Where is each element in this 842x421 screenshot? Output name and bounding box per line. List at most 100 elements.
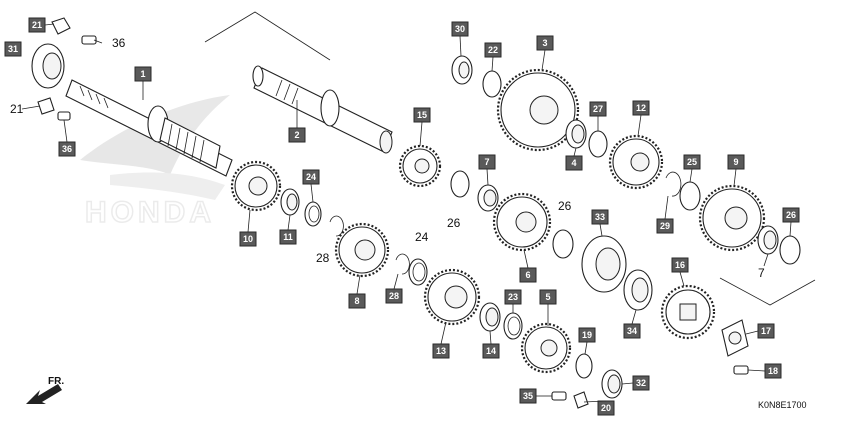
callout-11[interactable]: 11 [279,229,297,245]
washer-25 [679,181,701,211]
svg-text:16: 16 [675,260,685,270]
oil-seal-34 [623,269,653,311]
callout-35[interactable]: 35 [519,388,537,404]
callout-3[interactable]: 3 [536,35,554,51]
callout-25[interactable]: 25 [683,154,701,170]
svg-text:12: 12 [636,103,646,113]
bolt-36 [57,35,97,121]
callout-18[interactable]: 18 [764,363,782,379]
svg-text:32: 32 [636,378,646,388]
washer-26-right [779,235,801,265]
bushing-11 [280,188,300,216]
callout-21[interactable]: 21 [28,17,46,33]
washer-23 [503,312,523,340]
front-direction-label: FR. [48,376,64,387]
guide-line-lower [719,277,816,306]
svg-text:14: 14 [486,346,496,356]
gear-13 [423,268,481,326]
callout-24[interactable]: 24 [302,169,320,185]
callout-36[interactable]: 36 [58,141,76,157]
washer-26-middle [552,229,574,259]
callout-28[interactable]: 28 [385,288,403,304]
callout-2[interactable]: 2 [288,127,306,143]
callout-19[interactable]: 19 [578,327,596,343]
callout-10[interactable]: 10 [239,231,257,247]
callout-7[interactable]: 7 [478,154,496,170]
gear-12 [608,134,664,190]
callout-14[interactable]: 14 [482,343,500,359]
callout-29[interactable]: 29 [656,218,674,234]
circlip-29 [665,171,682,197]
gear-15 [398,144,442,188]
callout-1[interactable]: 1 [134,66,152,82]
callout-22[interactable]: 22 [484,42,502,58]
washer-19 [575,353,593,379]
svg-text:3: 3 [542,38,547,48]
callout-17[interactable]: 17 [757,323,775,339]
callout-23[interactable]: 23 [504,289,522,305]
bolt-35 [551,391,567,401]
callout-9[interactable]: 9 [727,154,745,170]
svg-text:33: 33 [595,212,605,222]
svg-text:1: 1 [140,69,145,79]
callout-16[interactable]: 16 [671,257,689,273]
svg-text:28: 28 [389,291,399,301]
svg-text:2: 2 [294,130,299,140]
callout-31[interactable]: 31 [4,41,22,57]
svg-text:35: 35 [523,391,533,401]
label-36: 36 [112,36,126,50]
svg-text:15: 15 [417,110,427,120]
svg-text:4: 4 [571,158,576,168]
washer-27 [588,130,608,158]
needle-bearing-32 [601,369,623,399]
label-26-left: 26 [447,216,461,230]
svg-text:6: 6 [525,270,530,280]
callout-8[interactable]: 8 [348,293,366,309]
svg-text:5: 5 [545,292,550,302]
washer-22 [482,70,502,98]
svg-text:36: 36 [62,144,72,154]
svg-text:7: 7 [484,157,489,167]
svg-text:22: 22 [488,45,498,55]
guide-line-upper [204,11,331,61]
svg-text:30: 30 [455,24,465,34]
callout-30[interactable]: 30 [451,21,469,37]
callout-27[interactable]: 27 [589,101,607,117]
svg-text:11: 11 [283,232,293,242]
svg-text:19: 19 [582,330,592,340]
callout-34[interactable]: 34 [623,323,641,339]
front-direction-arrow-icon: FR. [26,376,64,404]
bushing-14 [479,302,501,332]
svg-text:13: 13 [436,346,446,356]
svg-text:17: 17 [761,326,771,336]
mainshaft-1 [65,79,233,177]
gear-10 [230,160,282,212]
svg-text:20: 20 [601,403,611,413]
svg-text:25: 25 [687,157,697,167]
leader-lines [21,23,792,403]
svg-text:9: 9 [733,157,738,167]
callout-4[interactable]: 4 [565,155,583,171]
setting-plate-21 [37,17,71,115]
callout-32[interactable]: 32 [632,375,650,391]
callout-6[interactable]: 6 [519,267,537,283]
callout-5[interactable]: 5 [539,289,557,305]
watermark-text: HONDA [85,196,215,229]
circlip-28-lower [395,253,410,275]
svg-text:29: 29 [660,221,670,231]
svg-text:8: 8 [354,296,359,306]
circlip-28 [329,215,344,237]
washer-24 [304,201,322,227]
callout-20[interactable]: 20 [597,400,615,416]
callout-15[interactable]: 15 [413,107,431,123]
callout-26[interactable]: 26 [782,207,800,223]
diagram-code: K0N8E1700 [758,400,807,410]
svg-text:21: 21 [32,20,42,30]
label-24: 24 [415,230,429,244]
svg-text:18: 18 [768,366,778,376]
callout-33[interactable]: 33 [591,209,609,225]
callout-13[interactable]: 13 [432,343,450,359]
label-28: 28 [316,251,330,265]
callout-12[interactable]: 12 [632,100,650,116]
